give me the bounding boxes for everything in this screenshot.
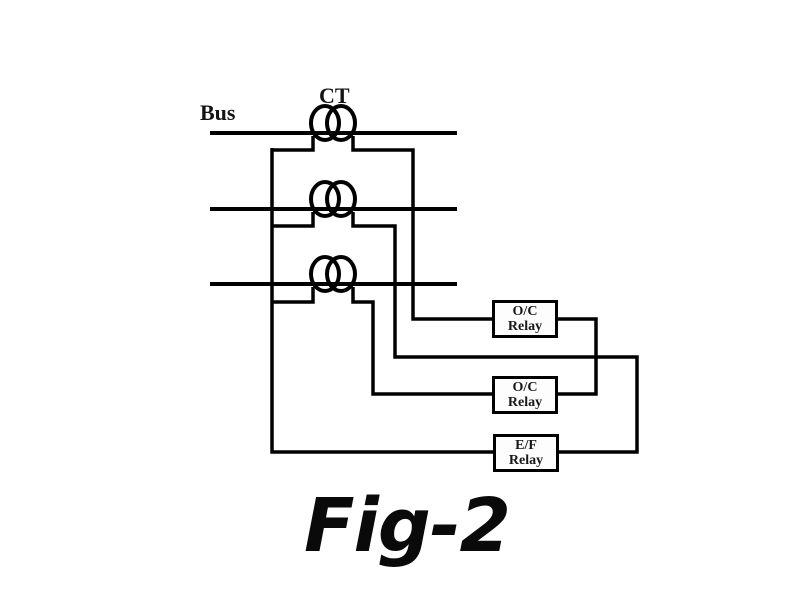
wire-relay-output-returns: [558, 317, 598, 396]
ct-symbol-2: [309, 180, 357, 218]
wire-ct2-left-lead: [272, 212, 315, 228]
ct2-loop-right-icon: [325, 180, 357, 218]
ct1-loop-right-icon: [325, 104, 357, 142]
wire-ct1-left-lead: [272, 136, 315, 152]
ct3-loop-left-icon: [309, 255, 341, 293]
oc-relay-2-subtitle: Relay: [507, 395, 543, 410]
wire-ct3-to-oc-relay-2: [351, 287, 493, 396]
oc-relay-2-box: O/C Relay: [492, 376, 558, 414]
ef-relay-box: E/F Relay: [493, 434, 559, 472]
bus-lines: [210, 131, 457, 286]
wire-ct1-to-oc-relay-1: [351, 136, 493, 321]
oc-relay-1-subtitle: Relay: [507, 319, 543, 334]
ef-relay-subtitle: Relay: [508, 453, 544, 468]
ct2-loop-left-icon: [309, 180, 341, 218]
figure-caption: Fig-2: [303, 483, 511, 569]
oc-relay-2-title: O/C: [512, 380, 538, 395]
ef-relay-title: E/F: [515, 438, 537, 453]
oc-relay-1-title: O/C: [512, 304, 538, 319]
ct-label: CT: [319, 83, 350, 108]
ct3-loop-right-icon: [325, 255, 357, 293]
oc-relay-1-box: O/C Relay: [492, 300, 558, 338]
wire-neutral-to-ef-relay: [270, 148, 494, 454]
wire-ct2-return-to-ef-relay: [351, 212, 639, 454]
secondary-wiring: [270, 136, 639, 454]
bus-label: Bus: [200, 100, 236, 125]
ct-symbol-1: [309, 104, 357, 142]
wire-ct3-left-lead: [272, 287, 315, 304]
ct-symbol-3: [309, 255, 357, 293]
ct1-loop-left-icon: [309, 104, 341, 142]
